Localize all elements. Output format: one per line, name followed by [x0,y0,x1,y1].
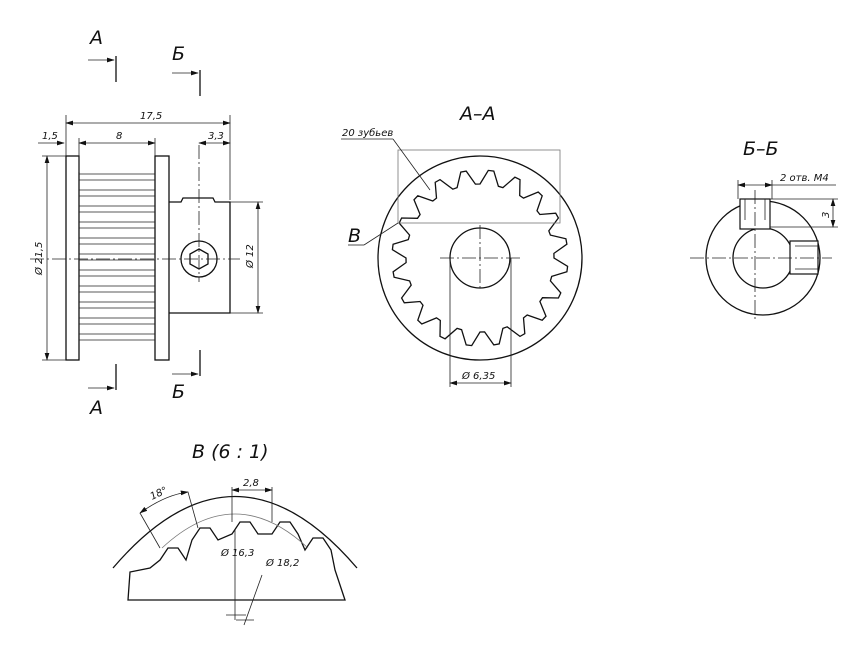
dim-hub-diameter: Ø 12 [244,244,256,269]
detail-b-marker: B [348,225,361,247]
dim-hole-depth: 3 [821,212,832,218]
detail-teeth-profile [127,521,346,601]
dim-outer-diameter: Ø 21,5 [33,242,45,276]
dim-overall-length: 17,5 [140,111,162,122]
pulley-teeth [79,173,155,341]
dim-holes: 2 отв. M4 [780,173,829,184]
section-marker-b-bottom: Б [172,350,201,403]
dim-tooth-width: 2,8 [243,478,259,489]
label-b-bottom: Б [172,381,185,403]
section-b-b: Б–Б 2 отв. M4 3 [690,138,838,320]
dim-screw-offset: 3,3 [208,131,224,142]
detail-b: B (6 : 1) 2,8 18° Ø 16,3 Ø 18,2 [112,441,358,626]
dim-bore-diameter: Ø 6,35 [461,370,495,382]
dim-flange: 1,5 [42,131,58,142]
side-threaded-hole [789,240,819,275]
label-b-top: Б [172,43,185,65]
teeth-note: 20 зубьев [342,127,393,139]
front-view: 17,5 1,5 8 3,3 Ø 21,5 Ø 12 [30,111,263,361]
dim-teeth-width: 8 [116,131,122,142]
section-bb-title: Б–Б [743,138,779,160]
dim-angle: 18° [149,485,170,502]
detail-b-title: B (6 : 1) [192,441,269,463]
flange-outline [377,155,583,361]
section-aa-title: A–A [458,103,496,125]
detail-b-frame [397,149,561,224]
dim-tip-diameter: Ø 18,2 [265,557,299,569]
section-marker-a-top: A [88,27,117,82]
section-a-a: A–A 20 зубьев B Ø 6,35 [341,103,583,387]
section-marker-a-bottom: A [88,364,117,419]
label-a-top: A [88,27,103,49]
label-a-bottom: A [88,397,103,419]
dim-root-diameter: Ø 16,3 [220,547,254,559]
section-marker-b-top: Б [172,43,201,96]
